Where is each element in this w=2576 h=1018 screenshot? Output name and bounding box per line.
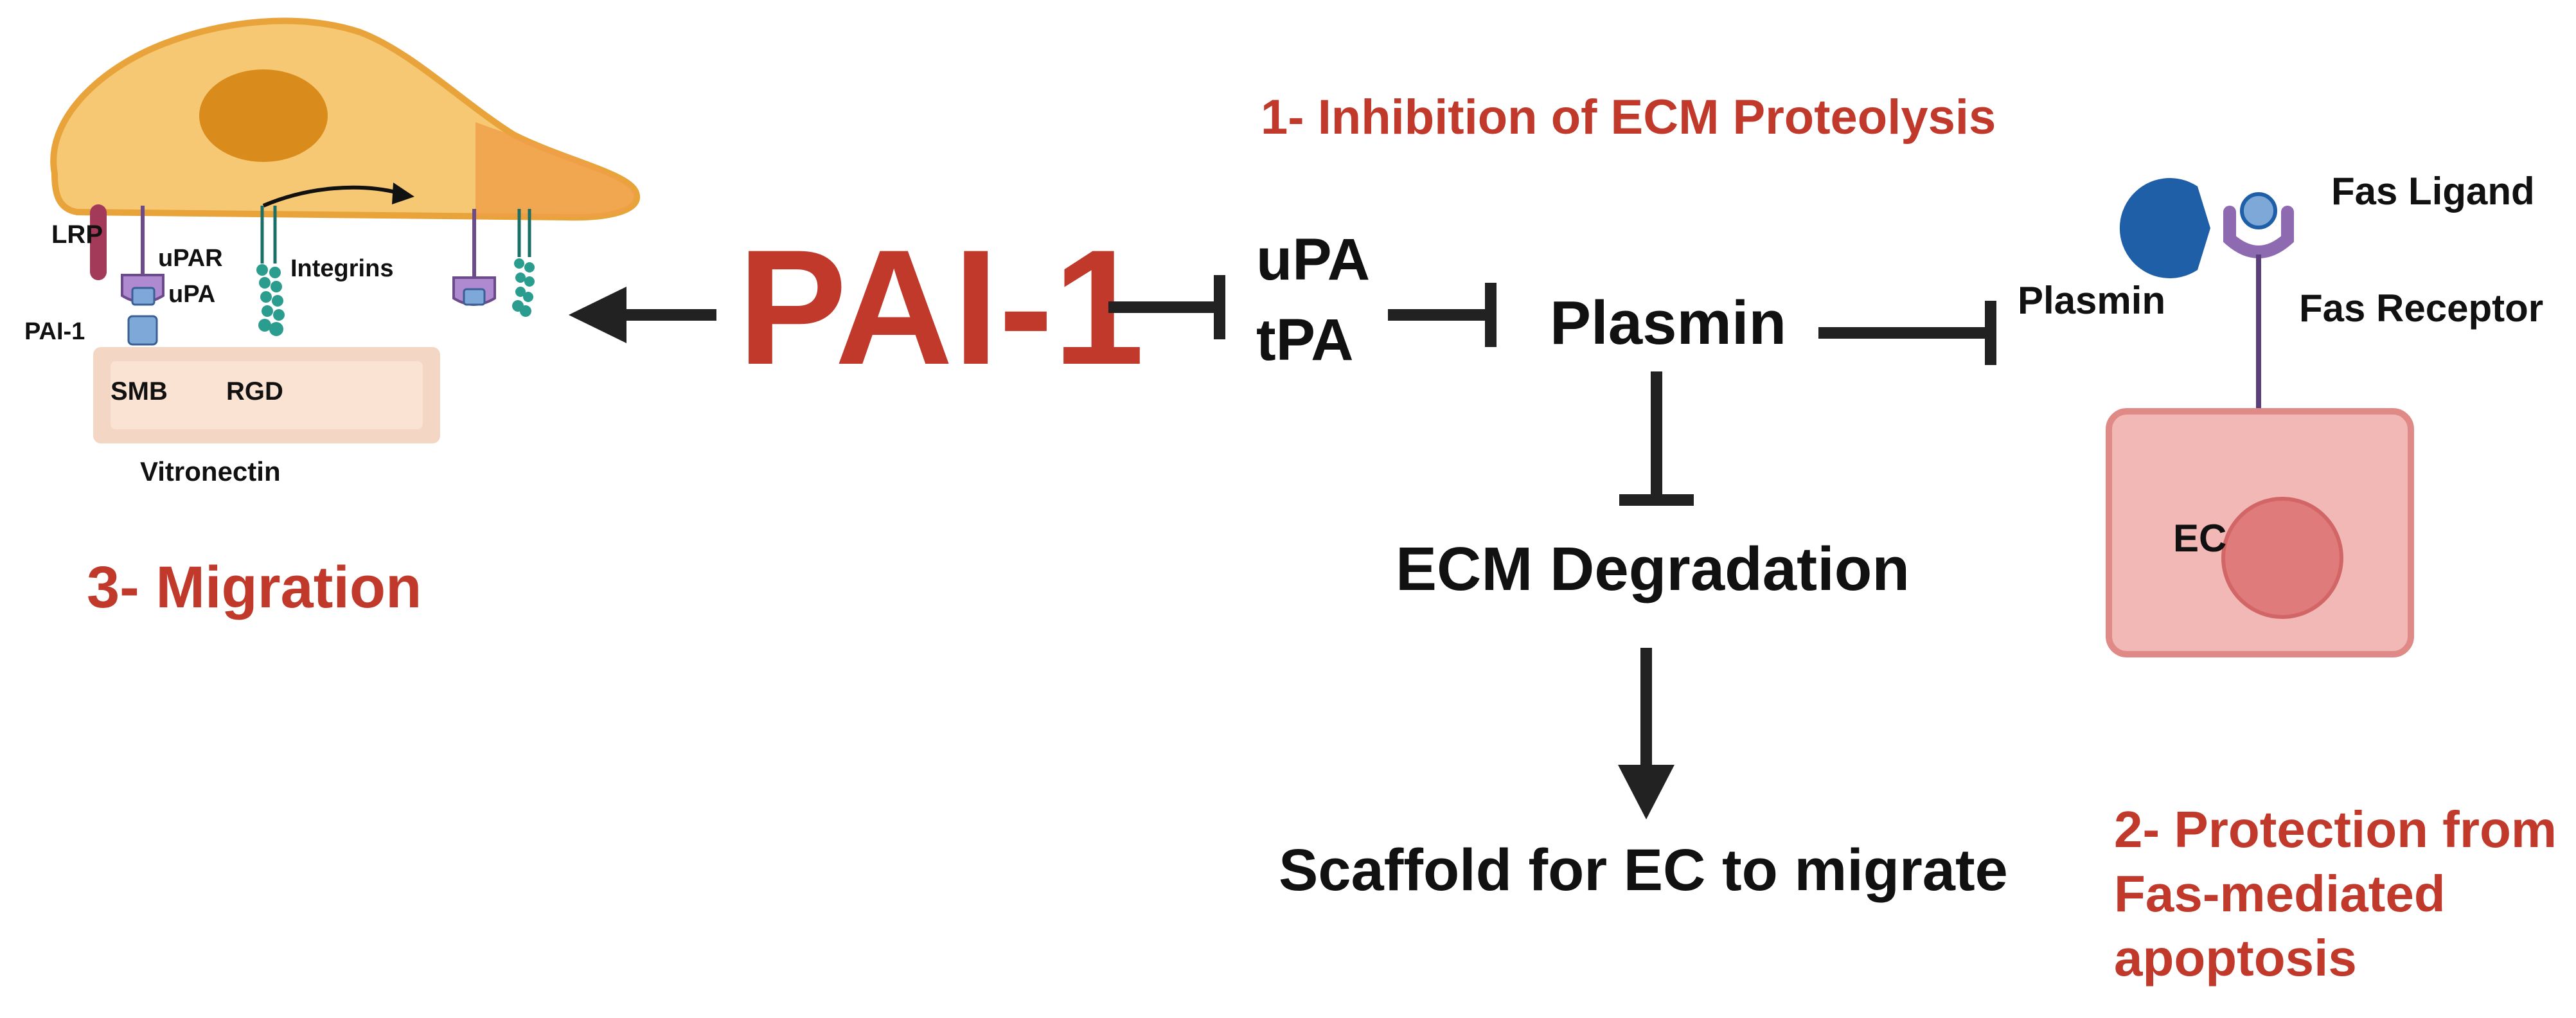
vitronectin-slab-inner [111,361,423,429]
cell-nucleus [199,69,328,162]
ecm-to-scaffold-arrowhead [1618,765,1674,819]
ec-label: EC [2173,517,2226,560]
upa-text: uPA [1256,227,1370,292]
pai1-block [127,315,158,346]
protection-heading-line1: 2- Protection from [2114,801,2557,858]
plasmin-text: Plasmin [1550,289,1786,357]
fas-plasmin-label: Plasmin [2018,279,2165,322]
migration-direction-arrowhead [392,183,414,204]
protection-heading-line3: apoptosis [2114,929,2357,987]
inhibition-heading: 1- Inhibition of ECM Proteolysis [1261,90,1996,145]
vitronectin-label: Vitronectin [140,456,281,487]
ec-nucleus [2221,497,2343,619]
cell-panel: LRP uPAR uPA PAI-1 Integrins [24,17,641,487]
pai1-to-migration-arrowhead [569,287,626,343]
upa-label: uPA [168,281,215,308]
upa-block-right [463,288,486,306]
lrp-receptor [90,204,107,280]
protection-heading-line2: Fas-mediated [2114,865,2446,922]
ecm-degradation-text: ECM Degradation [1396,535,1910,603]
lrp-label: LRP [51,220,103,249]
integrins-label: Integrins [290,255,393,282]
migration-direction-arrow [262,185,399,208]
fas-ligand-icon [2240,192,2277,229]
fas-receptor-label: Fas Receptor [2299,287,2543,330]
migration-heading: 3- Migration [87,555,422,620]
integrin-left [256,206,285,336]
scaffold-text: Scaffold for EC to migrate [1279,837,2008,903]
upar-label: uPAR [158,245,223,272]
pai1-small-label: PAI-1 [24,318,85,345]
leading-edge [475,122,635,218]
tpa-text: tPA [1256,307,1354,373]
smb-label: SMB [111,377,168,406]
pai1-title: PAI-1 [738,216,1144,399]
fas-panel: Plasmin Fas Ligand Fas Receptor EC [2018,170,2543,657]
fas-receptor-icon [2223,206,2294,258]
integrin-right [512,209,535,317]
upa-block [131,287,155,306]
rgd-label: RGD [226,377,283,406]
fas-ligand-label: Fas Ligand [2331,170,2535,213]
plasmin-pacman-icon [2119,177,2210,279]
